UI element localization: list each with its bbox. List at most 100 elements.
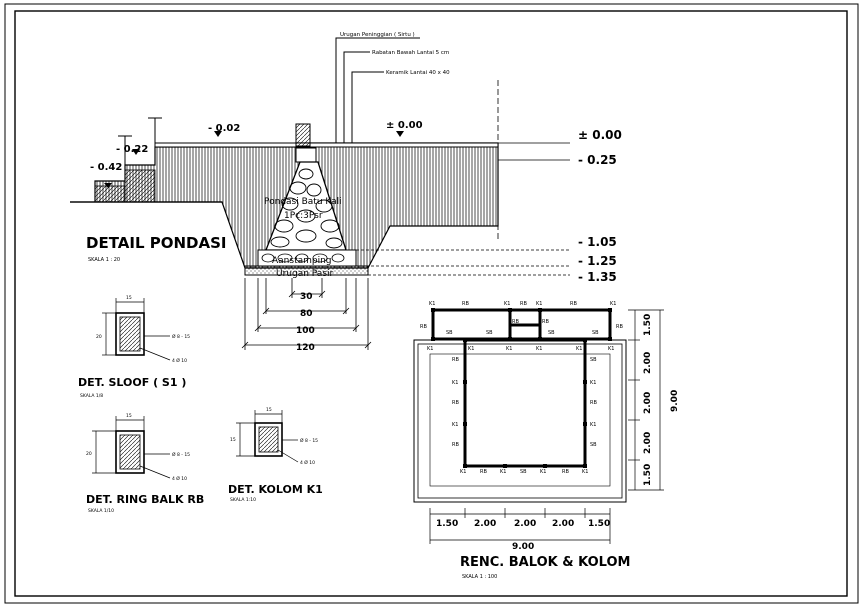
svg-text:K1: K1 bbox=[582, 469, 588, 475]
callout-keramik: Keramik Lantai 40 x 40 bbox=[386, 70, 450, 76]
svg-text:RB: RB bbox=[452, 400, 459, 406]
callout-rabatan: Rabatan Bawah Lantai 5 cm bbox=[372, 50, 449, 56]
level-0-42: - 0.42 bbox=[90, 162, 122, 173]
renc-right-dim-1: 1.50 bbox=[643, 314, 653, 336]
scale-renc-balok-kolom: SKALA 1 : 100 bbox=[462, 574, 497, 580]
renc-right-dims bbox=[628, 309, 664, 491]
detail-ringbalk: 15 20 Ø 8 - 15 4 Ø 10 DET. RING BALK RB … bbox=[86, 413, 204, 514]
svg-text:SB: SB bbox=[592, 330, 599, 336]
title-kolom: DET. KOLOM K1 bbox=[228, 483, 323, 496]
svg-text:RB: RB bbox=[542, 319, 549, 325]
ringbalk-note-stirrup: Ø 8 - 15 bbox=[172, 451, 190, 458]
step-2 bbox=[124, 169, 156, 203]
detail-pondasi: - 0.42 - 0.22 - 0.02 ± 0.00 Urugan Penin… bbox=[70, 32, 622, 353]
svg-text:RB: RB bbox=[520, 301, 527, 307]
svg-text:K1: K1 bbox=[540, 469, 546, 475]
svg-text:RB: RB bbox=[616, 324, 623, 330]
svg-text:RB: RB bbox=[452, 357, 459, 363]
sloof-note-bar: 4 Ø 10 bbox=[172, 357, 187, 364]
title-renc-balok-kolom: RENC. BALOK & KOLOM bbox=[460, 555, 630, 570]
renc-bottom-dims bbox=[429, 508, 611, 544]
level-right-2: - 1.05 bbox=[578, 235, 617, 249]
level-right-0: ± 0.00 bbox=[578, 128, 622, 142]
renc-right-dim-2: 2.00 bbox=[643, 352, 653, 374]
svg-text:RB: RB bbox=[462, 301, 469, 307]
title-ringbalk: DET. RING BALK RB bbox=[86, 493, 204, 506]
scale-ringbalk: SKALA 1/10 bbox=[88, 508, 114, 514]
svg-text:RB: RB bbox=[570, 301, 577, 307]
ringbalk-note-bar: 4 Ø 10 bbox=[172, 475, 187, 482]
dim-100: 100 bbox=[296, 326, 315, 336]
right-level-lines bbox=[346, 80, 570, 276]
label-aanstamping: Aanstamping bbox=[272, 256, 332, 266]
member-labels: K1 RB K1 RB K1 RB K1 RB RB RB RB SB SB S… bbox=[420, 301, 623, 475]
svg-text:K1: K1 bbox=[468, 346, 474, 352]
svg-text:K1: K1 bbox=[576, 346, 582, 352]
renc-right-dim-3: 2.00 bbox=[643, 392, 653, 414]
svg-text:RB: RB bbox=[480, 469, 487, 475]
kolom-note-stirrup: Ø 8 - 15 bbox=[300, 437, 318, 444]
svg-text:K1: K1 bbox=[506, 346, 512, 352]
level-0-22: - 0.22 bbox=[116, 144, 148, 155]
svg-text:RB: RB bbox=[590, 400, 597, 406]
inner-border bbox=[14, 10, 848, 597]
svg-text:K1: K1 bbox=[610, 301, 616, 307]
sloof-dim-h: 20 bbox=[96, 334, 102, 340]
svg-text:RB: RB bbox=[452, 442, 459, 448]
step-1 bbox=[94, 185, 126, 203]
svg-text:K1: K1 bbox=[536, 301, 542, 307]
scale-kolom: SKALA 1:10 bbox=[230, 497, 256, 503]
svg-text:K1: K1 bbox=[590, 380, 596, 386]
callout-urugan: Urugan Peninggian ( Sirtu ) bbox=[340, 32, 415, 38]
dim-30: 30 bbox=[300, 292, 313, 302]
scale-sloof: SKALA 1/8 bbox=[80, 393, 103, 399]
floor-finish bbox=[154, 142, 499, 148]
outer-border bbox=[4, 3, 859, 604]
svg-text:SB: SB bbox=[590, 442, 597, 448]
kolom-dim-w: 15 bbox=[266, 407, 272, 413]
level-right-3: - 1.25 bbox=[578, 254, 617, 268]
renc-bottom-dim-1: 1.50 bbox=[436, 519, 458, 529]
renc-right-total: 9.00 bbox=[670, 390, 680, 412]
stone-texture bbox=[270, 168, 343, 249]
sloof-note-stirrup: Ø 8 - 15 bbox=[172, 333, 190, 340]
svg-text:SB: SB bbox=[446, 330, 453, 336]
renc-right-dim-5: 1.50 bbox=[643, 464, 653, 486]
renc-bottom-total: 9.00 bbox=[512, 542, 534, 552]
svg-text:K1: K1 bbox=[590, 422, 596, 428]
svg-text:K1: K1 bbox=[500, 469, 506, 475]
label-campuran: 1Pc:3Psr bbox=[284, 211, 323, 221]
renc-balok-kolom: K1 RB K1 RB K1 RB K1 RB RB RB RB SB SB S… bbox=[413, 301, 680, 580]
label-pondasi-batu-kali: Pondasi Batu Kali bbox=[264, 197, 342, 207]
dim-80: 80 bbox=[300, 309, 313, 319]
scale-detail-pondasi: SKALA 1 : 20 bbox=[88, 257, 120, 263]
renc-bottom-dim-3: 2.00 bbox=[514, 519, 536, 529]
level-right-1: - 0.25 bbox=[578, 153, 617, 167]
svg-text:K1: K1 bbox=[429, 301, 435, 307]
dim-120: 120 bbox=[296, 343, 315, 353]
kolom-dim-h: 15 bbox=[230, 437, 236, 443]
renc-bottom-dim-4: 2.00 bbox=[552, 519, 574, 529]
svg-text:K1: K1 bbox=[536, 346, 542, 352]
detail-sloof: 15 20 Ø 8 - 15 4 Ø 10 DET. SLOOF ( S1 ) … bbox=[78, 295, 190, 399]
sloof-dim-w: 15 bbox=[126, 295, 132, 301]
level-right-4: - 1.35 bbox=[578, 270, 617, 284]
column-nodes bbox=[431, 308, 612, 468]
sloof-beam bbox=[295, 147, 317, 163]
ringbalk-dim-w: 15 bbox=[126, 413, 132, 419]
detail-kolom: 15 15 Ø 8 - 15 4 Ø 10 DET. KOLOM K1 SKAL… bbox=[228, 407, 323, 503]
renc-right-dim-4: 2.00 bbox=[643, 432, 653, 454]
svg-text:K1: K1 bbox=[452, 380, 458, 386]
wall-stub bbox=[295, 123, 311, 147]
svg-text:K1: K1 bbox=[460, 469, 466, 475]
renc-bottom-dim-5: 1.50 bbox=[588, 519, 610, 529]
level-0-02: - 0.02 bbox=[208, 123, 240, 134]
title-detail-pondasi: DETAIL PONDASI bbox=[86, 234, 226, 252]
callout-leaders bbox=[335, 37, 420, 143]
svg-text:RB: RB bbox=[512, 319, 519, 325]
label-urugan-pasir: Urugan Pasir bbox=[276, 269, 334, 279]
svg-text:K1: K1 bbox=[427, 346, 433, 352]
sand-layer bbox=[244, 265, 369, 276]
